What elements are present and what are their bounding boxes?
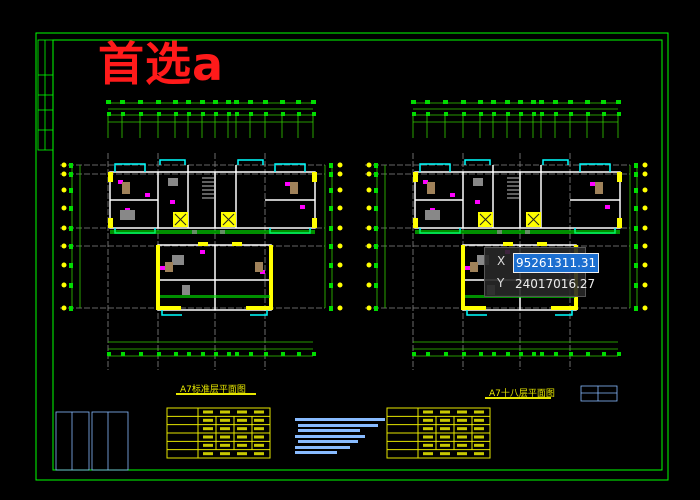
table-cell-text	[457, 452, 467, 456]
table-cell-text	[237, 418, 247, 422]
table-cell-text	[254, 443, 264, 447]
table-cell-text	[237, 427, 247, 431]
floor-plan-18th	[364, 99, 649, 371]
outer-frame	[35, 32, 669, 481]
note-text-line	[298, 429, 360, 432]
table-cell-text	[457, 410, 467, 414]
table-cell-text	[254, 452, 264, 456]
table-cell-text	[474, 418, 484, 422]
table-cell-text	[220, 435, 230, 439]
floor-plan-standard	[59, 99, 344, 371]
note-text-line	[295, 435, 365, 438]
table-cell-text	[440, 410, 450, 414]
y-coordinate-field[interactable]: 24017016.27	[515, 277, 596, 291]
table-cell-text	[423, 443, 433, 447]
table-cell-text	[423, 427, 433, 431]
dynamic-coordinate-input[interactable]: X 95261311.31 Y 24017016.27	[484, 247, 600, 297]
table-cell-text	[220, 418, 230, 422]
note-text-line	[298, 424, 378, 427]
table-cell-text	[457, 443, 467, 447]
table-cell-text	[440, 452, 450, 456]
table-cell-text	[457, 418, 467, 422]
table-cell-text	[474, 427, 484, 431]
table-cell-text	[203, 410, 213, 414]
table-cell-text	[423, 452, 433, 456]
table-cell-text	[254, 410, 264, 414]
table-cell-text	[474, 410, 484, 414]
table-cell-text	[423, 435, 433, 439]
caption-18th-floor-plan: A7十八层平面图	[489, 389, 555, 399]
inner-frame	[52, 39, 663, 471]
table-cell-text	[203, 427, 213, 431]
table-cell-text	[474, 443, 484, 447]
caption-underline-left	[176, 393, 256, 395]
table-cell-text	[203, 418, 213, 422]
table-cell-text	[220, 443, 230, 447]
table-cell-text	[440, 443, 450, 447]
table-cell-text	[237, 410, 247, 414]
table-cell-text	[254, 418, 264, 422]
table-cell-text	[237, 452, 247, 456]
table-cell-text	[203, 435, 213, 439]
table-cell-text	[440, 418, 450, 422]
note-text-line	[295, 451, 337, 454]
caption-standard-floor-plan: A7标准层平面图	[180, 385, 246, 395]
title-strip	[37, 39, 54, 151]
table-cell-text	[440, 427, 450, 431]
y-label: Y	[497, 276, 505, 290]
table-cell-text	[203, 452, 213, 456]
table-cell-text	[237, 443, 247, 447]
note-text-line	[295, 446, 350, 449]
table-cell-text	[220, 410, 230, 414]
table-cell-text	[220, 427, 230, 431]
note-text-line	[298, 440, 358, 443]
table-cell-text	[203, 443, 213, 447]
table-cell-text	[423, 418, 433, 422]
x-label: X	[497, 254, 506, 268]
table-cell-text	[457, 435, 467, 439]
table-cell-text	[457, 427, 467, 431]
x-coordinate-field[interactable]: 95261311.31	[513, 253, 600, 273]
table-cell-text	[423, 410, 433, 414]
table-cell-text	[254, 427, 264, 431]
note-text-line	[295, 418, 385, 421]
table-cell-text	[220, 452, 230, 456]
table-cell-text	[237, 435, 247, 439]
table-cell-text	[474, 435, 484, 439]
overlay-title: 首选a	[98, 37, 225, 91]
area-tables-left	[55, 385, 618, 471]
table-cell-text	[474, 452, 484, 456]
table-cell-text	[440, 435, 450, 439]
table-cell-text	[254, 435, 264, 439]
caption-underline-right	[485, 397, 551, 399]
